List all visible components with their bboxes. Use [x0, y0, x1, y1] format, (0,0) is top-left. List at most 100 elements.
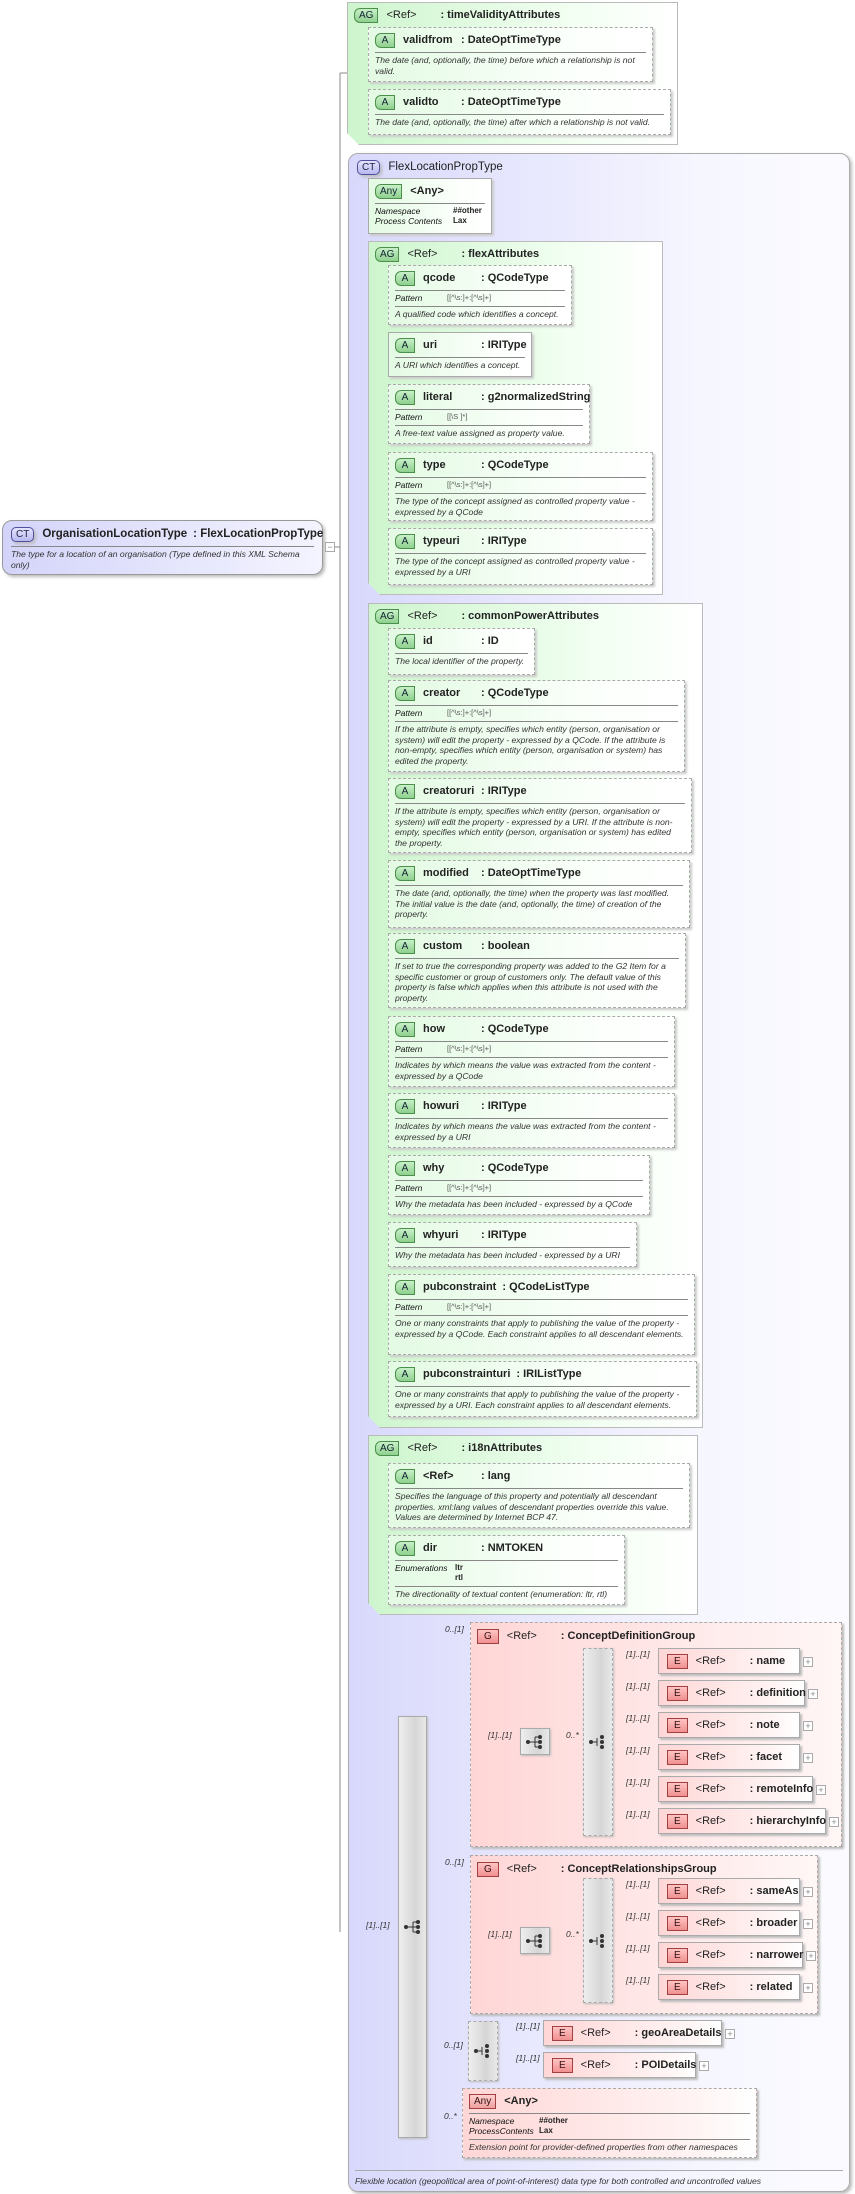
separator: [469, 2113, 750, 2114]
element-name: : facet: [749, 1751, 783, 1763]
expand-icon[interactable]: +: [803, 1983, 813, 1993]
expand-icon[interactable]: +: [725, 2029, 735, 2039]
pattern-row: Pattern[[\S ]*]: [395, 412, 583, 422]
separator: [395, 1586, 618, 1587]
attribute-type: : g2normalizedString: [481, 391, 591, 403]
expand-icon[interactable]: +: [806, 1951, 816, 1961]
ref-label: <Ref>: [386, 9, 417, 21]
ref-label: <Ref>: [695, 1751, 726, 1763]
ref-label: <Ref>: [695, 1949, 726, 1961]
attribute-group-name: : commonPowerAttributes: [461, 610, 599, 622]
expand-icon[interactable]: +: [699, 2061, 709, 2071]
attribute-doc: Specifies the language of this property …: [395, 1491, 669, 1522]
element-name: : remoteInfo: [749, 1783, 814, 1795]
ref-label: <Ref>: [580, 2059, 611, 2071]
expand-icon[interactable]: +: [803, 1721, 813, 1731]
expand-icon[interactable]: +: [816, 1785, 826, 1795]
occurrence-label: [1]..[1]: [366, 1920, 390, 1930]
attribute-group-name: : flexAttributes: [461, 248, 540, 260]
ref-label: <Ref>: [580, 2027, 611, 2039]
separator: [375, 52, 646, 53]
property-label: Namespace: [469, 2116, 515, 2126]
element-geoareadetails[interactable]: E<Ref>: geoAreaDetails: [543, 2020, 722, 2046]
occurrence-label: [1]..[1]: [626, 1975, 650, 1985]
element-narrower[interactable]: E<Ref>: narrower: [658, 1942, 803, 1968]
element-definition[interactable]: E<Ref>: definition: [658, 1680, 806, 1706]
element-name[interactable]: E<Ref>: name: [658, 1648, 800, 1674]
element-sameas[interactable]: E<Ref>: sameAs: [658, 1878, 800, 1904]
attribute-icon: A: [395, 1279, 415, 1295]
element-broader[interactable]: E<Ref>: broader: [658, 1910, 800, 1936]
model-group-box: G<Ref>: ConceptRelationshipsGroup: [470, 1855, 818, 2014]
element-icon: E: [667, 1915, 688, 1931]
root-type-name: OrganisationLocationType: [42, 528, 188, 540]
pattern-row: Pattern[[^\s:]+:[^\s]+]: [395, 708, 678, 718]
expand-icon[interactable]: +: [808, 1689, 818, 1699]
model-group-icon: G: [477, 1628, 499, 1644]
expand-icon[interactable]: +: [803, 1753, 813, 1763]
occurrence-label: 0..*: [444, 2111, 457, 2121]
model-group-header: G<Ref>: ConceptDefinitionGroup: [477, 1627, 695, 1645]
element-note[interactable]: E<Ref>: note: [658, 1712, 800, 1738]
pattern-label: Pattern: [395, 1302, 423, 1312]
sequence-icon: [520, 1728, 550, 1755]
separator: [395, 803, 685, 804]
element-related[interactable]: E<Ref>: related: [658, 1974, 800, 2000]
attribute-doc: One or many constraints that apply to pu…: [395, 1389, 680, 1410]
expand-icon[interactable]: +: [829, 1817, 839, 1827]
expand-icon[interactable]: +: [803, 1919, 813, 1929]
expand-icon[interactable]: +: [803, 1887, 813, 1897]
attribute-icon: A: [395, 533, 415, 549]
separator: [395, 1180, 643, 1181]
element-poidetails[interactable]: E<Ref>: POIDetails: [543, 2052, 696, 2078]
pattern-value: [[^\s:]+:[^\s]+]: [447, 1183, 492, 1192]
occurrence-label: [1]..[1]: [516, 2021, 540, 2031]
attribute-icon: A: [395, 1468, 415, 1484]
element-remoteinfo[interactable]: E<Ref>: remoteInfo: [658, 1776, 813, 1802]
element-hierarchyinfo[interactable]: E<Ref>: hierarchyInfo: [658, 1808, 826, 1834]
model-group-header: G<Ref>: ConceptRelationshipsGroup: [477, 1860, 717, 1878]
ref-label: <Ref>: [695, 1815, 726, 1827]
collapse-toggle[interactable]: −: [325, 542, 335, 552]
separator: [469, 2139, 750, 2140]
ref-label: <Ref>: [506, 1630, 537, 1642]
attribute-doc: A free-text value assigned as property v…: [395, 428, 565, 438]
occurrence-label: 0..[1]: [444, 2040, 463, 2050]
element-icon: E: [667, 1685, 688, 1701]
attribute-name: typeuri: [423, 535, 460, 547]
attribute-icon: A: [375, 94, 395, 110]
element-facet[interactable]: E<Ref>: facet: [658, 1744, 800, 1770]
property-value: ##other: [539, 2116, 568, 2125]
element-name: : hierarchyInfo: [749, 1815, 827, 1827]
attribute-doc: A qualified code which identifies a conc…: [395, 309, 559, 319]
expand-icon[interactable]: +: [803, 1657, 813, 1667]
